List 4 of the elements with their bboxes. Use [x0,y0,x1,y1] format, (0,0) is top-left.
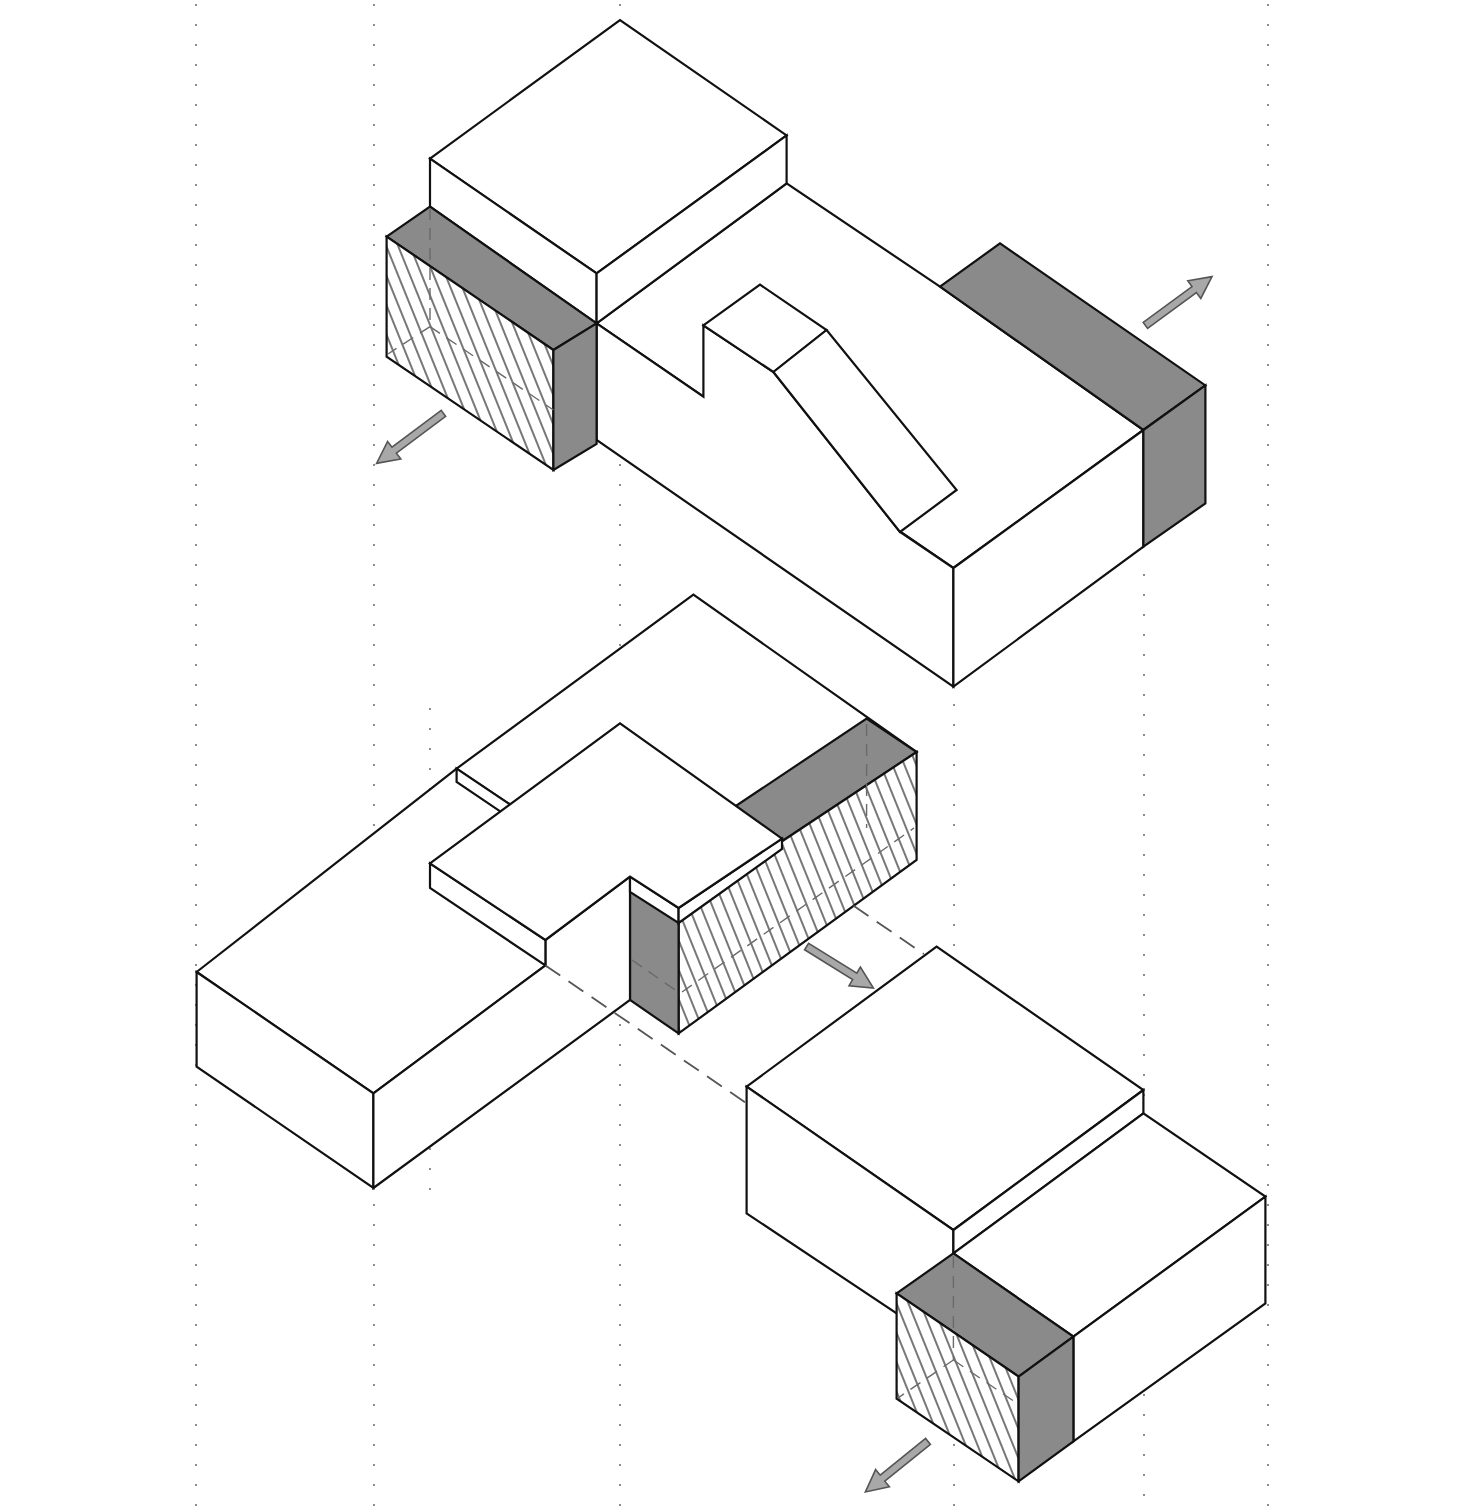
building-massing [744,945,1268,1484]
building-massing [384,18,1208,689]
dashed-projection-line [852,904,925,955]
dashed-projection-line [544,964,748,1105]
